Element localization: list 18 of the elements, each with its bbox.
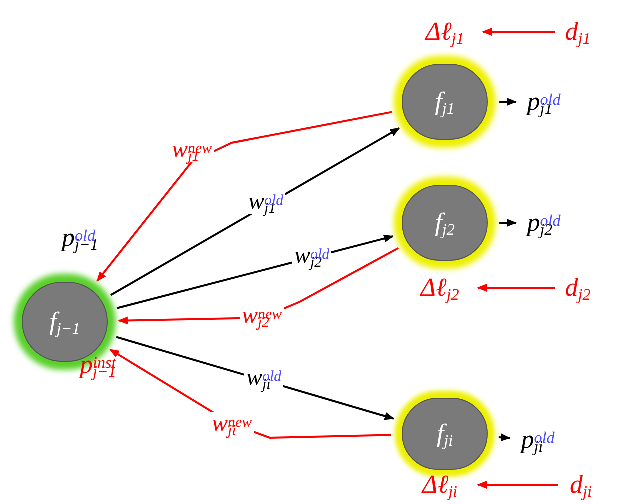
arrow [499,98,517,106]
arrow [499,219,517,227]
math-symbol: Δℓ$_{ji}$ [422,472,458,498]
arrow [498,434,511,442]
arrow [482,28,555,36]
math-symbol: Δℓ$_{j1}$ [426,19,464,45]
math-symbol: f$_{j−1}$ [50,309,80,335]
arrow [477,284,555,292]
math-symbol: Δℓ$_{j2}$ [420,275,460,301]
arrow [110,128,400,296]
math-symbol: d$_{j1}$ [565,19,591,45]
arrow [96,111,392,282]
math-symbol: f$_{ji}$ [436,421,454,447]
math-symbol: f$_{j1}$ [435,89,455,115]
arrow [477,481,558,489]
math-symbol: d$_{ji}$ [570,472,592,498]
math-symbol: d$_{j2}$ [565,275,591,301]
math-symbol: f$_{j2}$ [435,210,455,236]
